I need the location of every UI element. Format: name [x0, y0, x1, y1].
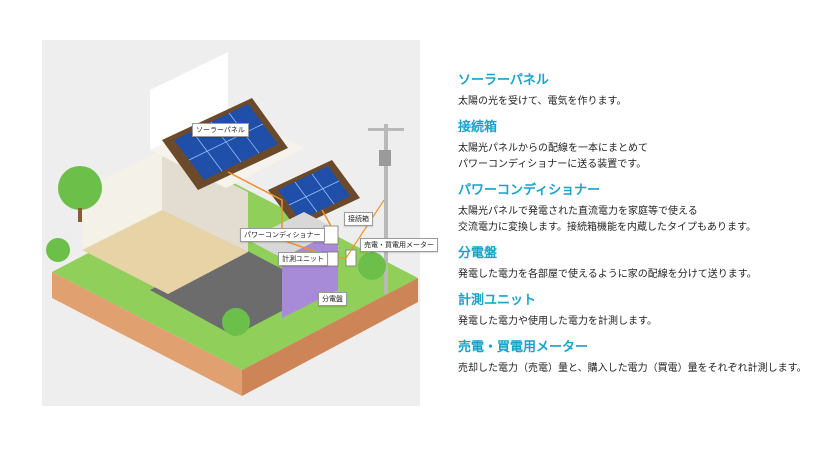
label-solar-panel: ソーラーパネル	[192, 123, 249, 137]
upper-wall-left	[150, 52, 228, 150]
component-distribution-board: 分電盤 発電した電力を各部屋で使えるように家の配線を分けて送ります。	[458, 245, 828, 283]
component-title: 売電・買電用メーター	[458, 340, 589, 355]
component-title: パワーコンディショナー	[458, 183, 601, 198]
tree-small-left	[46, 238, 70, 262]
component-title: 計測ユニット	[458, 293, 537, 308]
component-line: 発電した電力を各部屋で使えるように家の配線を分けて送ります。	[458, 269, 757, 280]
component-meter: 売電・買電用メーター 売却した電力（売電）量と、購入した電力（買電）量をそれぞれ…	[458, 339, 828, 377]
wall-left	[82, 150, 162, 250]
component-title: 接続箱	[458, 120, 498, 135]
pole-transformer	[379, 150, 391, 166]
component-title: ソーラーパネル	[458, 73, 549, 88]
component-line: 太陽光パネルで発電された直流電力を家庭等で使える	[458, 206, 698, 217]
soil-left	[52, 272, 242, 396]
solar-grid-right	[288, 173, 340, 213]
component-line: パワーコンディショナーに送る装置です。	[458, 159, 647, 170]
label-junction-box: 接続箱	[344, 212, 373, 226]
component-solar-panel: ソーラーパネル 太陽の光を受けて、電気を作ります。	[458, 72, 828, 110]
tree-right	[358, 252, 386, 280]
component-line: 太陽光パネルからの配線を一本にまとめて	[458, 143, 648, 154]
tree-front	[222, 308, 250, 336]
soil-right	[242, 278, 418, 396]
component-line: 売却した電力（売電）量と、購入した電力（買電）量をそれぞれ計測します。	[458, 363, 807, 374]
living-floor	[82, 210, 248, 294]
label-power-conditioner: パワーコンディショナー	[240, 228, 325, 242]
house-illustration: ソーラーパネル 接続箱 パワーコンディショナー 売電・買電用メーター 計測ユニッ…	[42, 40, 438, 406]
component-line: 交流電力に変換します。接続箱機能を内蔵したタイプもあります。	[458, 222, 756, 233]
tree-left	[58, 166, 102, 210]
wiring-right	[321, 209, 332, 227]
tree-left-trunk	[78, 208, 82, 222]
label-distribution-board: 分電盤	[318, 292, 347, 306]
label-measurement-unit: 計測ユニット	[278, 252, 328, 266]
wall-back	[162, 150, 248, 252]
component-line: 太陽の光を受けて、電気を作ります。	[458, 96, 627, 107]
pole-crossarm	[368, 128, 404, 131]
wiring-main	[227, 171, 323, 255]
component-junction-box: 接続箱 太陽光パネルからの配線を一本にまとめて パワーコンディショナーに送る装置…	[458, 119, 828, 173]
component-measurement-unit: 計測ユニット 発電した電力や使用した電力を計測します。	[458, 292, 828, 330]
utility-pole	[384, 124, 388, 294]
component-line: 発電した電力や使用した電力を計測します。	[458, 316, 657, 327]
junction-box-device	[323, 225, 339, 245]
component-title: 分電盤	[458, 246, 498, 261]
component-power-conditioner: パワーコンディショナー 太陽光パネルで発電された直流電力を家庭等で使える 交流電…	[458, 182, 828, 236]
component-descriptions: ソーラーパネル 太陽の光を受けて、電気を作ります。 接続箱 太陽光パネルからの配…	[458, 72, 828, 386]
label-meter: 売電・買電用メーター	[360, 238, 438, 252]
meter-device	[345, 249, 357, 267]
